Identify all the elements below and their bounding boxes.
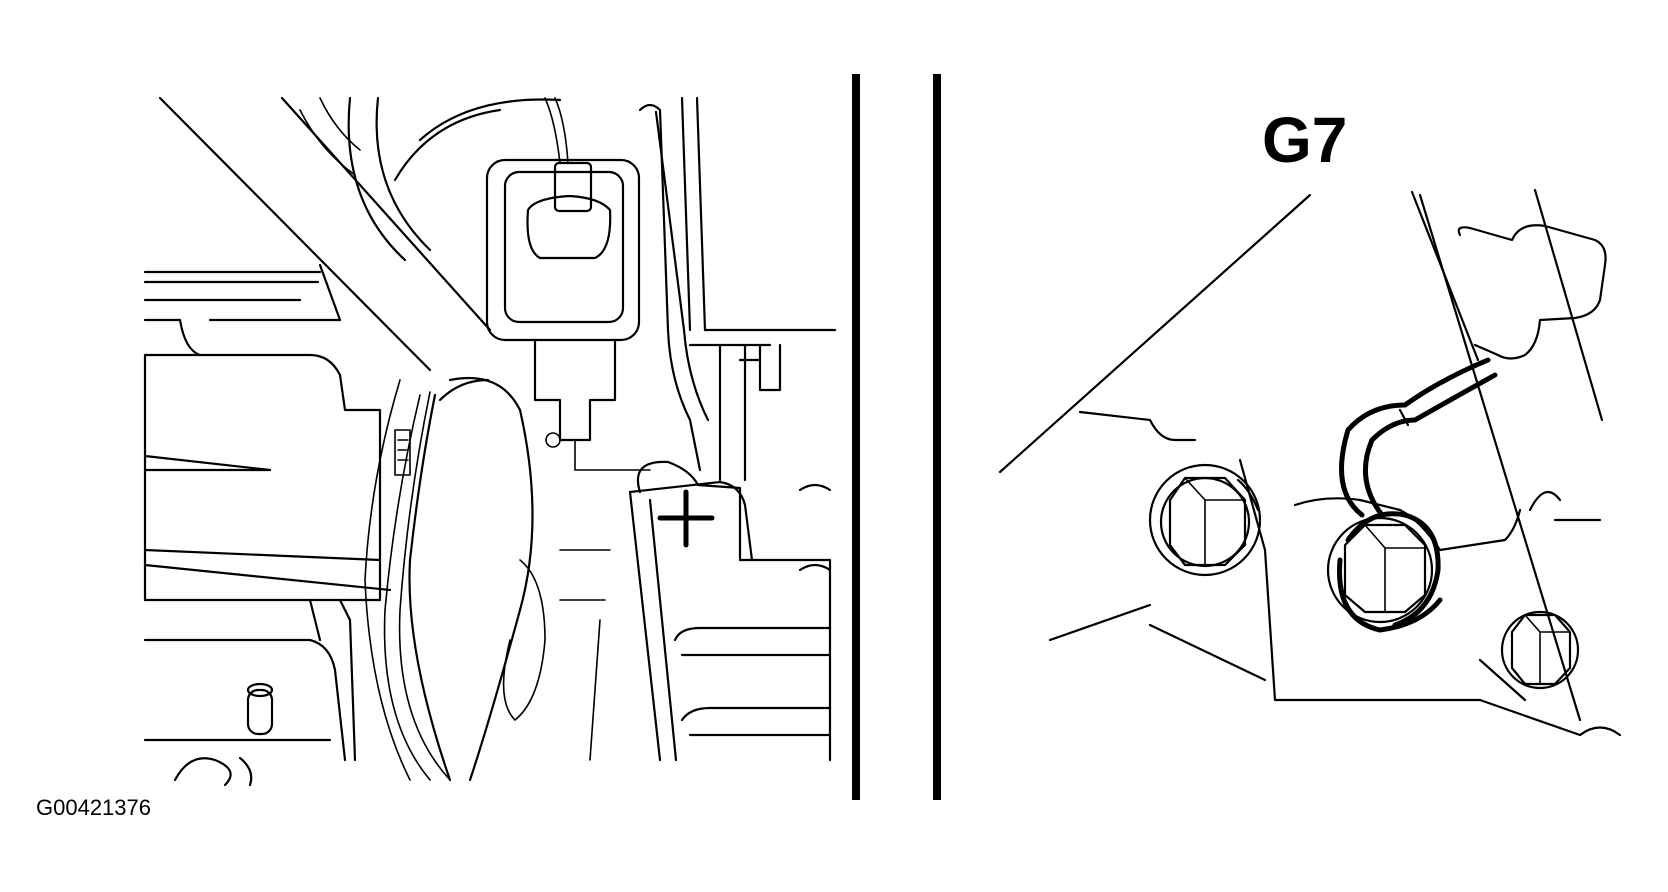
left-bolt <box>1148 463 1262 577</box>
mid-bracket <box>559 439 651 761</box>
fluid-reservoir <box>485 97 641 448</box>
figure-id: G00421376 <box>36 795 151 820</box>
engine-bay-view <box>143 96 837 787</box>
battery <box>628 460 832 762</box>
brake-lines <box>638 96 837 482</box>
strut-bar <box>158 96 492 372</box>
ground-bolt-g7 <box>1326 357 1498 633</box>
ground-point-view <box>998 188 1622 737</box>
brake-booster <box>299 96 562 262</box>
right-bolt <box>1500 610 1580 690</box>
upper-left-pipes <box>143 263 342 357</box>
air-filter-box <box>143 353 411 602</box>
wiring <box>364 379 451 781</box>
coolant-hose <box>408 376 546 782</box>
callout-label-g7: G7 <box>1262 104 1348 176</box>
lower-left-parts <box>143 598 357 787</box>
panel-dividers <box>852 74 941 800</box>
callout-leader-line <box>998 193 1312 474</box>
mounting-plate <box>1048 410 1622 737</box>
